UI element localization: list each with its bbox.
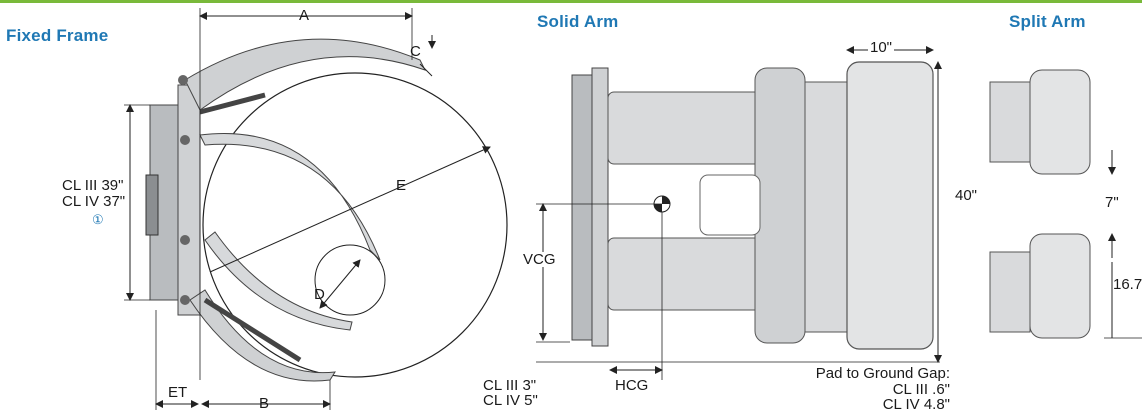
pad-ground-gap-cl3: CL III .6" [892,381,950,398]
lower-arm [189,289,336,382]
cl4-offset-label: CL IV 5" [483,392,538,409]
roll-envelope-circle [202,72,508,378]
pivot-pin [178,75,188,85]
split-arm-heading: Split Arm [1009,12,1086,31]
pad-ground-gap-title: Pad to Ground Gap: [815,365,950,382]
footnote-marker: ① [92,212,104,227]
upper-split-pad [1029,69,1091,175]
lower-arm-stub [989,251,1031,333]
lower-split-pad [1029,233,1091,339]
dim-e-label: E [396,177,407,194]
min-roll-circle [314,244,386,316]
pivot-pin [180,295,190,305]
cl3-offset-label: CL III 3" [483,377,537,394]
split-pad-height-label: 16.7' [1113,276,1142,293]
lower-inner-arm [204,231,353,331]
dim-c-label: C [410,43,421,60]
center-cutout [699,174,761,236]
dim-d-label: D [314,286,325,303]
dim-b-label: B [259,395,270,412]
fixed-frame-drawing [124,8,508,410]
arm-length-label: 40" [955,187,978,204]
solid-arm-drawing [536,46,942,380]
frame-upright [177,84,201,316]
dim-a-label: A [299,7,310,24]
center-body [754,67,806,344]
pivot-pin [180,235,190,245]
contact-pad [846,61,934,350]
vcg-label: VCG [523,251,556,268]
cl3-height-label: CL III 39" [62,177,124,194]
dim-et-label: ET [168,384,188,401]
inner-arm [199,133,381,261]
hcg-label: HCG [615,377,649,394]
cylinder-top [199,92,266,115]
pad-width-label: 10" [868,39,895,56]
pad-ground-gap-cl4: CL IV 4.8" [882,396,950,413]
pivot-pin [180,135,190,145]
fixed-frame-heading: Fixed Frame [6,26,109,45]
upper-arm-stub [989,81,1031,163]
hook-block [145,174,159,236]
cylinder-bottom [203,297,302,363]
mid-body [804,81,848,333]
split-gap-label: 7" [1105,194,1119,211]
split-arm-drawing [989,69,1142,339]
frame [591,67,609,347]
solid-arm-heading: Solid Arm [537,12,619,31]
carriage [571,74,593,341]
upper-arm [184,38,426,111]
cl4-height-label: CL IV 37" [62,193,126,210]
top-accent-line [0,0,1142,3]
